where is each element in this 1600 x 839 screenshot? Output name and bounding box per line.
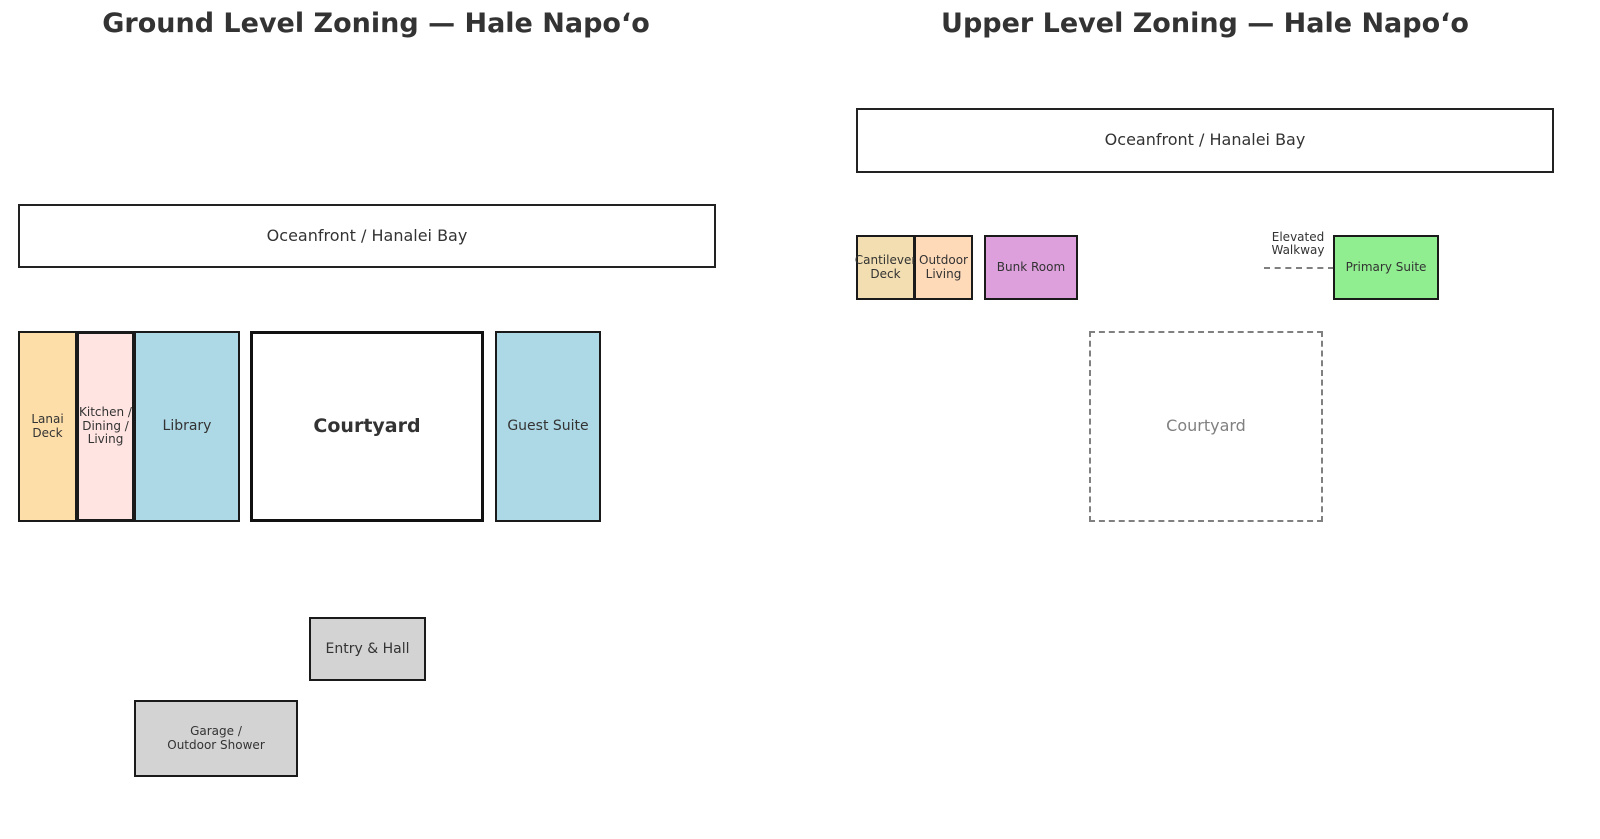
upper-outdoor-living: Outdoor Living	[914, 235, 973, 300]
upper-cantilever-deck: Cantilever Deck	[855, 235, 916, 300]
ground-level-panel: Ground Level Zoning — Hale Napoʻo Oceanf…	[18, 8, 716, 777]
ground-courtyard: Courtyard	[250, 331, 484, 522]
ground-kitchen-dining-living: Kitchen / Dining / Living	[76, 331, 135, 522]
upper-primary-suite: Primary Suite	[1333, 235, 1439, 300]
elevated-walkway-line	[1264, 267, 1334, 269]
ground-entry-hall: Entry & Hall	[309, 617, 426, 681]
ground-lanai-deck: Lanai Deck	[18, 331, 77, 522]
ground-level-title: Ground Level Zoning — Hale Napoʻo	[102, 8, 650, 39]
elevated-walkway-label: Elevated Walkway	[1271, 230, 1325, 258]
ground-garage-outdoor-shower: Garage / Outdoor Shower	[134, 700, 298, 777]
ground-library: Library	[134, 331, 240, 522]
ground-guest-suite: Guest Suite	[495, 331, 601, 522]
ground-oceanfront: Oceanfront / Hanalei Bay	[18, 204, 716, 268]
upper-level-panel: Upper Level Zoning — Hale Napoʻo Oceanfr…	[800, 0, 1600, 839]
upper-courtyard-void: Courtyard	[1089, 331, 1323, 522]
upper-level-title: Upper Level Zoning — Hale Napoʻo	[941, 8, 1469, 39]
upper-bunk-room: Bunk Room	[984, 235, 1078, 300]
upper-oceanfront: Oceanfront / Hanalei Bay	[856, 108, 1554, 173]
